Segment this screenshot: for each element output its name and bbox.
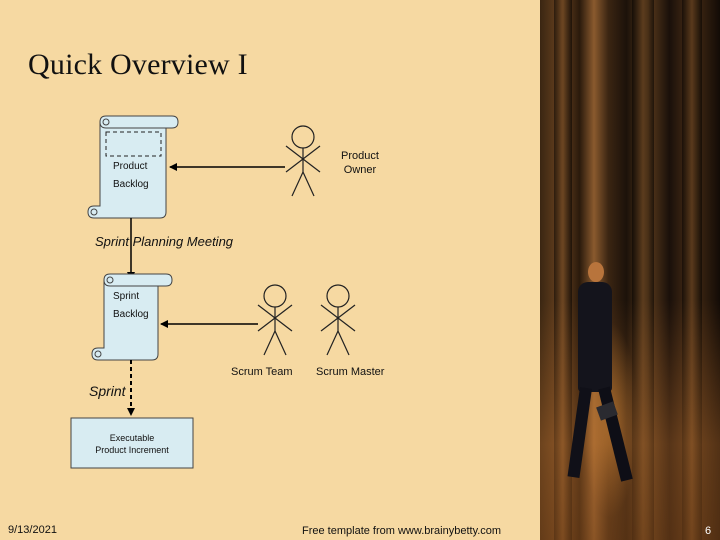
product-backlog-label-line1: Product (113, 161, 148, 172)
scrum-team-label: Scrum Team (231, 366, 293, 378)
scrum-team-figure-icon (257, 284, 293, 356)
product-backlog-scroll-icon (87, 115, 179, 219)
product-increment-box (70, 417, 194, 469)
scrum-master-label: Scrum Master (316, 366, 385, 378)
sprint-label: Sprint (89, 383, 126, 399)
product-owner-label-line2: Owner (343, 164, 377, 176)
product-backlog-label-line2: Backlog (113, 179, 149, 190)
footer-credit: Free template from www.brainybetty.com (302, 525, 502, 537)
page-number: 6 (705, 525, 712, 537)
slide-title: Quick Overview I (28, 48, 248, 81)
sprint-backlog-label-line1: Sprint (113, 291, 140, 302)
scrum-diagram (70, 115, 356, 469)
product-owner-label-line1: Product (341, 150, 379, 162)
businessman-photo (540, 0, 720, 540)
product-owner-figure-icon (285, 125, 321, 197)
sprint-backlog-scroll-icon (91, 273, 173, 361)
increment-label-line1: Executable (109, 433, 155, 443)
slide-date: 9/13/2021 (8, 524, 57, 536)
increment-label-line2: Product Increment (95, 445, 169, 455)
sprint-planning-meeting-label: Sprint Planning Meeting (95, 234, 234, 249)
scrum-master-figure-icon (320, 284, 356, 356)
sprint-backlog-label-line2: Backlog (113, 309, 149, 320)
